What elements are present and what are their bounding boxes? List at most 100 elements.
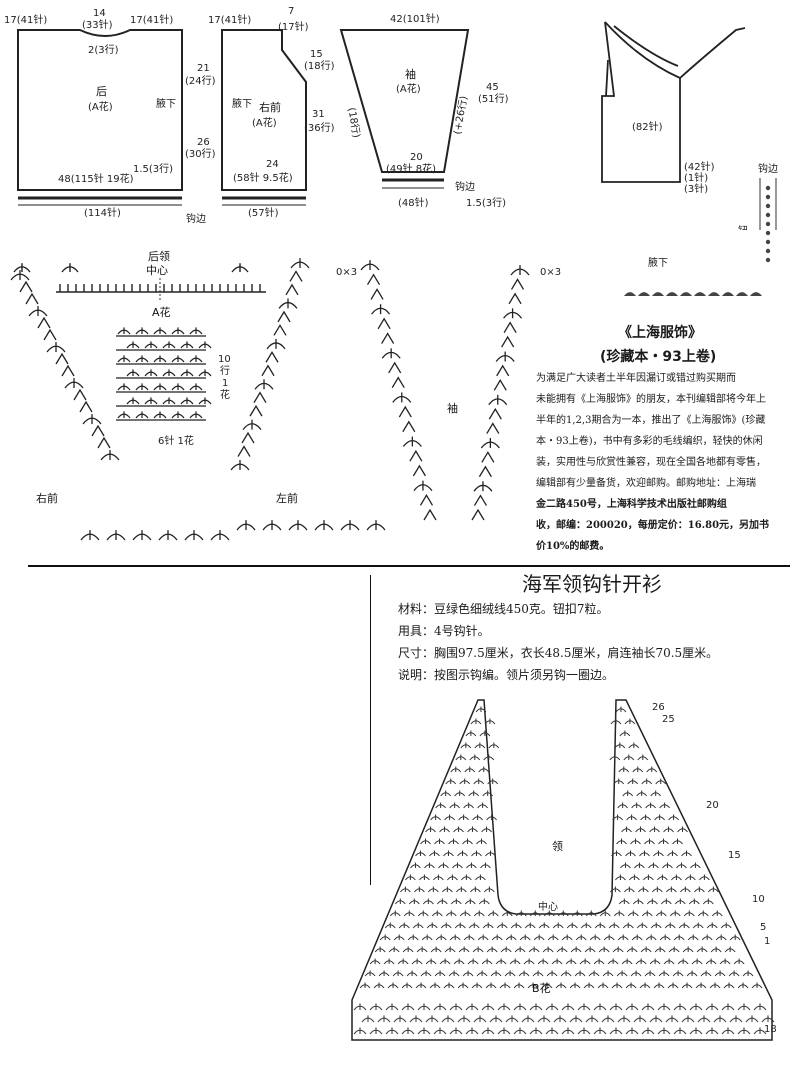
row-10: 10 [752,894,765,905]
chart-center: 中心 [146,264,168,277]
row-26: 26 [652,702,665,713]
cluster-stitch [473,494,488,506]
size-row: 尺寸：胸围97.5厘米，衣长48.5厘米，肩连袖长70.5厘米。 [398,642,788,664]
edging-stitches [624,185,771,296]
cluster-stitch [237,445,251,457]
sleeve-cuff-stitches: (49针 8花) [386,162,436,175]
edge-stitch [765,239,771,245]
collar-view-b: (1针) [684,171,708,184]
cluster-stitch [377,317,391,330]
ad-line: 编辑部有少量备货，欢迎邮购。邮购地址：上海瑞 [536,478,756,489]
shell-stitch [638,292,650,296]
b-flower-label: B花 [532,982,551,995]
cluster-stitch [265,351,279,363]
notes-value: 按图示钩编。领片须另钩一圈边。 [434,668,615,682]
shell-stitch [680,292,692,296]
front-armhole: 腋下 [232,97,252,110]
cluster-stitch [253,391,267,404]
front-name: 右前 [259,100,281,114]
ad-body: 为满足广大读者土半年因漏订或错过购买期而 未能拥有《上海服饰》的朋友，本刊编辑部… [536,368,794,557]
cluster-stitch [366,273,381,286]
front-width-stitches: (58针 9.5花) [233,171,293,184]
back-pattern: (A花) [88,100,113,113]
sleeve-cuff: 20 [410,152,423,163]
edging-detail [759,178,777,230]
row-18: 18 [764,1024,777,1035]
cluster-stitch [388,361,402,374]
sleeve-pattern: (A花) [396,82,421,95]
vertical-divider [370,575,371,885]
a-flower-label: A花 [152,306,171,319]
pattern-instructions: 材料：豆绿色细绒线450克。钮扣7粒。 用具：4号钩针。 尺寸：胸围97.5厘米… [398,598,788,686]
cluster-stitch [249,404,263,417]
shell-stitch [666,292,678,296]
cluster-stitch [391,376,405,388]
notes-label: 说明： [398,668,435,682]
garment-schematics: 17(41针) 14 (33针) 17(41针) 2(3行) 后 (A花) 腋下… [4,6,778,230]
cluster-stitch [97,436,111,449]
materials-row: 材料：豆绿色细绒线450克。钮扣7粒。 [398,598,788,620]
edging-label: 钩边 [758,163,778,175]
row-20: 20 [706,800,719,811]
sleeve-mark-left: 0×3 [336,267,357,278]
cluster-stitch [37,316,51,329]
back-top-left-label: 17(41针) [4,13,47,26]
front-h31: 31 [312,109,325,120]
ad-line: 收，邮编：200020，每册定价：16.80元，另加书 [536,520,770,531]
cluster-stitch [488,407,502,420]
cluster-stitch [381,332,395,344]
cluster-stitch [91,424,105,437]
cluster-stitch [486,422,500,434]
ad-line: 本・93上卷)，书中有多彩的毛线编织，轻快的休闲 [536,436,763,447]
cluster-stitch [471,508,485,521]
front-h15-rows: (18行) [304,59,335,72]
chart-back-neck: 后领 [148,250,170,263]
cluster-stitch [508,292,522,305]
cluster-stitch [25,292,39,305]
right-front-chart-label: 右前 [36,491,58,505]
a-flower-rows-unit: 行 [220,364,230,377]
front-top-label: 17(41针) [208,13,251,26]
collar-center: 中心 [538,900,558,913]
cluster-stitch [510,278,525,290]
edging-button: 钮 [738,224,748,230]
front-width: 24 [266,159,279,170]
sleeve-mark-right: 0×3 [540,267,561,278]
row-1: 1 [764,936,770,947]
tools-label: 用具： [398,624,435,638]
row-25: 25 [662,714,675,725]
sleeve-name: 袖 [405,67,416,81]
row-5: 5 [760,922,766,933]
edging-armhole: 腋下 [648,256,668,269]
front-neck-label: 7 [288,6,294,17]
collar-b-flower-band [353,1003,775,1035]
back-neck-stitch-label: (33针) [82,18,113,31]
back-neck-width-label: 14 [93,8,106,19]
row-15: 15 [728,850,741,861]
edge-stitch [765,257,771,263]
tools-row: 用具：4号钩针。 [398,620,788,642]
ad-subtitle: (珍藏本・93上卷) [600,349,717,365]
ad-line: 价10%的邮费。 [536,541,610,552]
back-left-strip [10,270,386,541]
cluster-stitch [73,388,87,401]
shell-stitch [736,292,748,296]
cluster-stitch [285,283,299,296]
edge-stitch [765,221,771,227]
tools-value: 4号钩针。 [434,624,490,638]
sleeve-chart [360,260,530,521]
front-pattern: (A花) [252,116,277,129]
edge-stitch [765,212,771,218]
materials-label: 材料： [398,602,435,616]
sleeve-top: 42(101针) [390,12,440,25]
cluster-stitch [481,451,495,463]
shell-stitch [750,292,762,296]
collar-stitch-fill [359,706,763,989]
cluster-stitch [19,280,33,293]
back-neck-depth-label: 2(3行) [88,43,119,56]
shell-stitch [624,292,636,296]
cluster-stitch [402,420,416,433]
cluster-stitch [493,379,507,391]
edge-stitch [765,185,771,191]
cluster-stitch [43,328,57,341]
